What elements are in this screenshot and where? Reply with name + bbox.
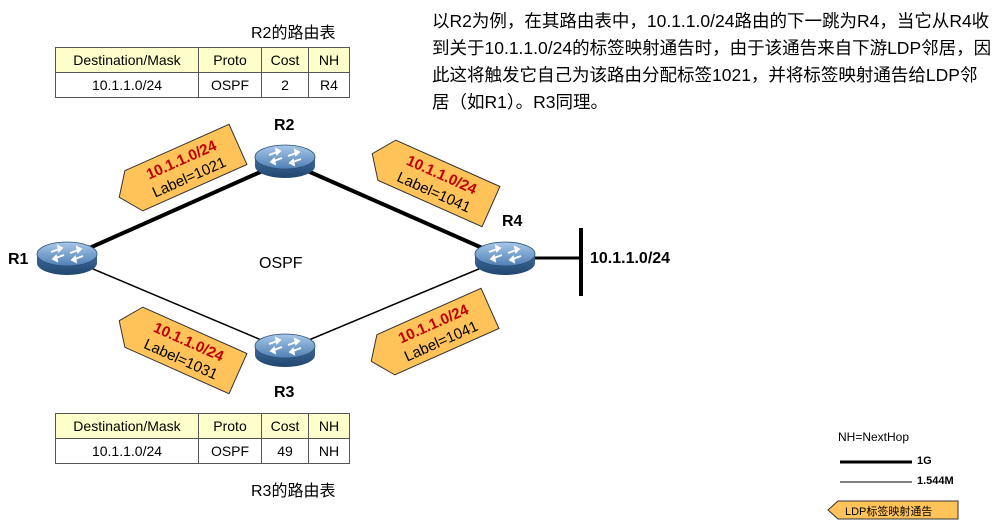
r2-header-proto: Proto (198, 47, 262, 73)
link-r3-r4 (284, 257, 506, 351)
r3-header-nh: NH (308, 413, 350, 439)
router-r3-label: R3 (274, 384, 295, 401)
router-r3-icon (254, 333, 316, 368)
table-row: 10.1.1.0/24 OSPF 2 R4 (55, 72, 350, 98)
r3-routing-table: Destination/Mask Proto Cost NH 10.1.1.0/… (55, 413, 350, 464)
r3-header-cost: Cost (261, 413, 309, 439)
r2-header-cost: Cost (261, 47, 309, 73)
router-r1-label: R1 (8, 251, 29, 268)
r3-cell-destination: 10.1.1.0/24 (55, 438, 199, 464)
ldp-tag-r3-to-r1: 10.1.1.0/24 Label=1031 (118, 306, 248, 395)
r2-cell-destination: 10.1.1.0/24 (55, 72, 199, 98)
r3-table-caption: R3的路由表 (251, 483, 336, 500)
r2-cell-nh: R4 (308, 72, 350, 98)
legend-1g: 1G (917, 455, 932, 467)
ldp-tag-r4-to-r2: 10.1.1.0/24 Label=1041 (371, 139, 501, 228)
link-r1-r3 (66, 257, 286, 351)
legend-ldp-label: LDP标签映射通告 (845, 506, 933, 518)
r3-header-proto: Proto (198, 413, 262, 439)
r3-cell-nh: NH (308, 438, 350, 464)
r2-cell-proto: OSPF (198, 72, 262, 98)
router-r4-label: R4 (502, 213, 523, 230)
legend-nexthop: NH=NextHop (838, 430, 910, 444)
legend-ldp-tag-icon (827, 500, 959, 520)
r2-cell-cost: 2 (261, 72, 309, 98)
router-r1-icon (36, 241, 98, 276)
description-text: 以R2为例，在其路由表中，10.1.1.0/24路由的下一跳为R4，当它从R4收… (432, 11, 992, 112)
router-r2-label: R2 (274, 117, 295, 134)
r2-table-caption: R2的路由表 (251, 25, 336, 42)
r3-header-destination: Destination/Mask (55, 413, 199, 439)
router-r4-icon (474, 241, 536, 276)
table-row: 10.1.1.0/24 OSPF 49 NH (55, 438, 350, 464)
r3-cell-proto: OSPF (198, 438, 262, 464)
network-label: 10.1.1.0/24 (590, 250, 671, 267)
link-r2-r4 (284, 159, 506, 260)
r2-header-destination: Destination/Mask (55, 47, 199, 73)
r2-header-nh: NH (308, 47, 350, 73)
router-r2-icon (254, 144, 316, 179)
ldp-tag-r2-to-r1: 10.1.1.0/24 Label=1021 (118, 123, 248, 212)
ospf-label: OSPF (259, 255, 303, 272)
legend-1544m: 1.544M (917, 475, 954, 487)
ldp-tag-r4-to-r3: 10.1.1.0/24 Label=1041 (370, 287, 500, 376)
r3-cell-cost: 49 (261, 438, 309, 464)
r2-routing-table: Destination/Mask Proto Cost NH 10.1.1.0/… (55, 47, 350, 98)
link-r1-r2 (66, 159, 286, 260)
